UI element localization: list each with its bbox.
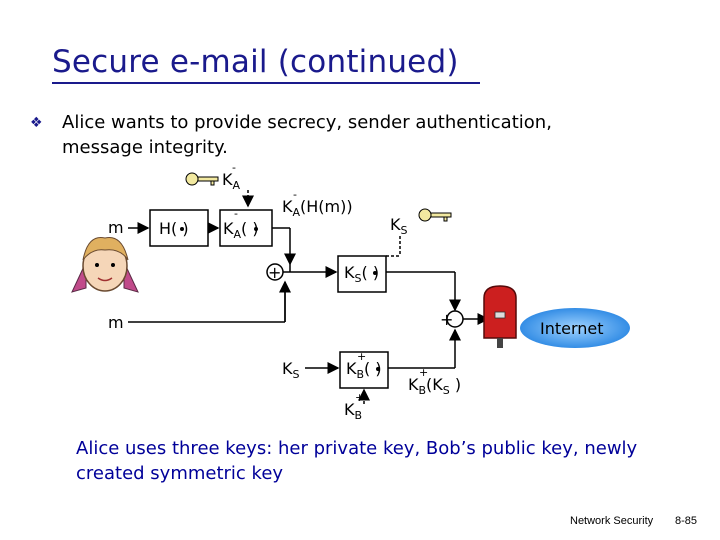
signed-hash-sup: -	[293, 188, 297, 201]
sign-label-sup: -	[234, 207, 238, 220]
footer-page-number: 8-85	[675, 515, 697, 527]
enc-key-sup: +	[419, 366, 428, 379]
pub-enc-sup: +	[357, 350, 366, 363]
private-key-sup: -	[232, 161, 236, 174]
symmetric-key-icon	[419, 209, 451, 221]
hash-label: H( )	[159, 219, 189, 238]
plus-label-2: +	[440, 310, 453, 329]
pub-key-sup: +	[355, 391, 364, 404]
sign-label: KA( )	[223, 219, 259, 241]
sign-dot	[254, 227, 258, 231]
message-label-top: m	[108, 218, 124, 237]
alice-icon	[72, 237, 138, 292]
hash-dot	[180, 227, 184, 231]
caption-text: Alice uses three keys: her private key, …	[76, 436, 676, 486]
pub-enc-dot	[376, 367, 380, 371]
mailbox-icon	[484, 286, 516, 348]
symmetric-key-label: KS	[390, 215, 408, 237]
plus-label-1: +	[268, 263, 281, 282]
message-label-bottom: m	[108, 313, 124, 332]
internet-label: Internet	[540, 319, 604, 338]
ks-lower-label: KS	[282, 359, 300, 381]
private-key-icon	[186, 173, 218, 185]
enc-key-label: KB(KS )	[408, 375, 461, 397]
footer-label: Network Security	[570, 515, 653, 527]
sym-enc-dot	[373, 271, 377, 275]
